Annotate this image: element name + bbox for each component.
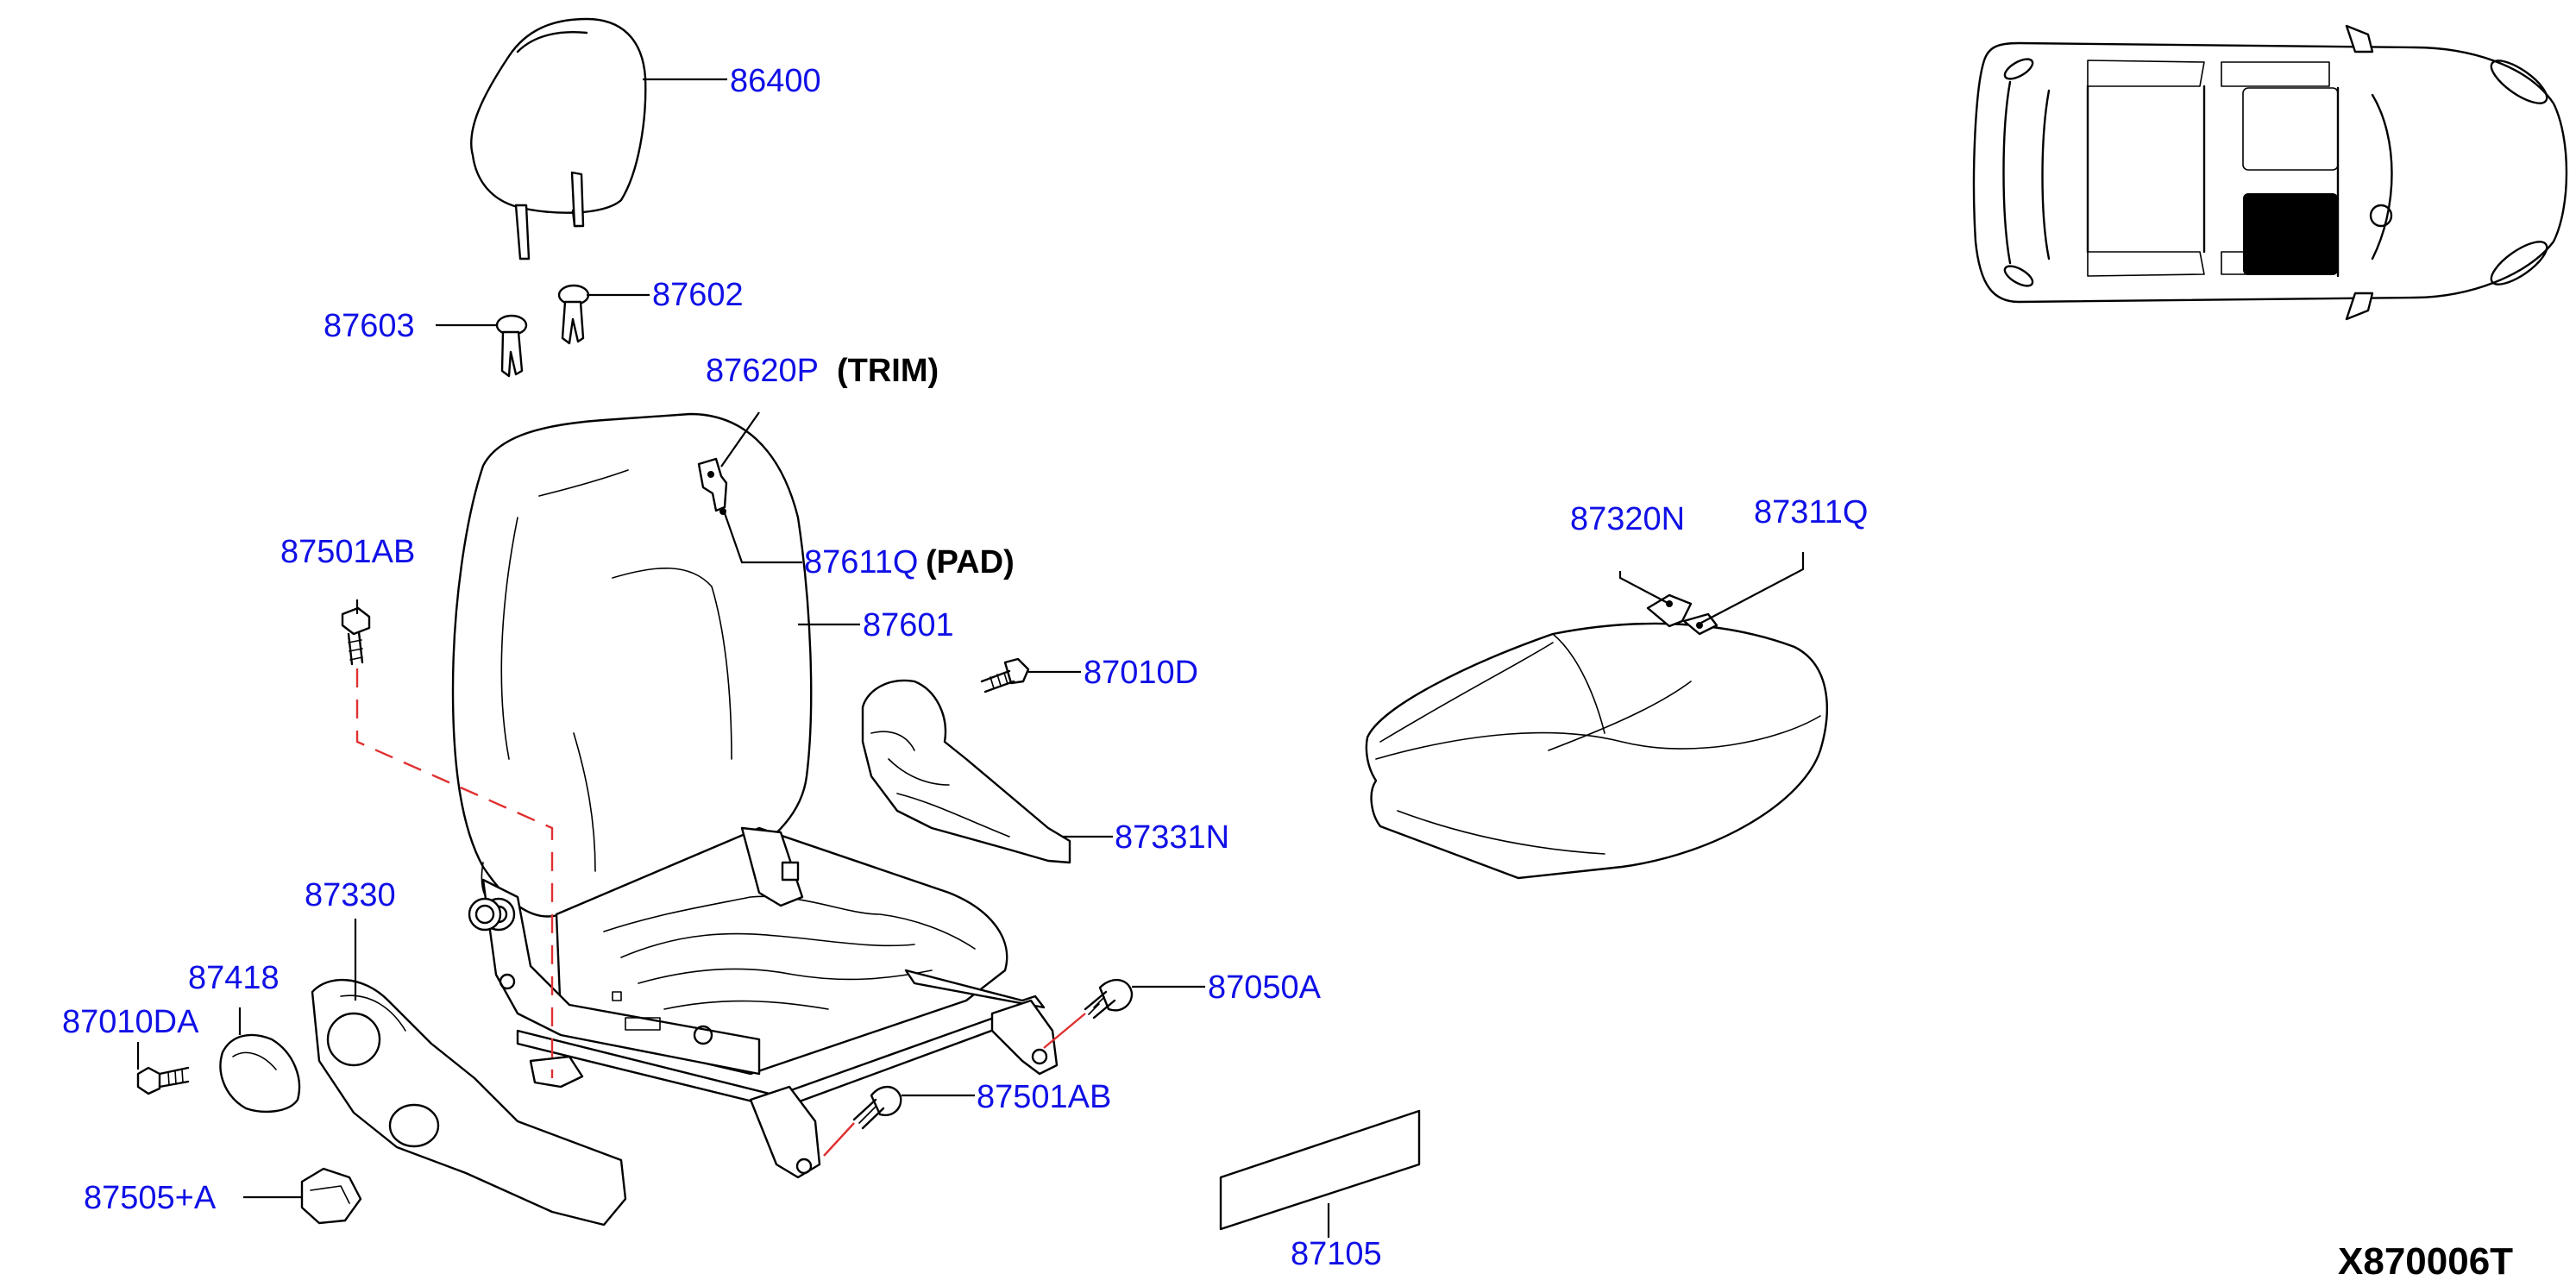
vehicle-location-view	[1972, 24, 2568, 321]
diagram-code: X870006T	[2338, 1240, 2513, 1280]
label-87603: 87603	[324, 308, 415, 344]
label-87311Q: 87311Q	[1754, 494, 1868, 530]
label-86400: 86400	[730, 63, 821, 99]
label-87601: 87601	[863, 607, 954, 643]
label-87611Q: 87611Q	[804, 544, 918, 580]
leader-lines	[136, 78, 1805, 1238]
label-87620P: 87620P	[706, 353, 819, 389]
label-87105	[1219, 1109, 1421, 1231]
label-87010D: 87010D	[1084, 655, 1198, 691]
label-87505A: 87505+A	[84, 1180, 217, 1216]
seat-back	[451, 412, 813, 918]
label-87602: 87602	[652, 277, 744, 313]
headrest-guide-87602	[557, 284, 590, 345]
label-pad: (PAD)	[926, 544, 1015, 580]
label-87010DA: 87010DA	[62, 1004, 199, 1040]
label-87320N: 87320N	[1570, 501, 1685, 537]
bolt-87010D	[980, 657, 1030, 693]
dashed-guide-line	[355, 668, 554, 1078]
label-87501AB-bottom: 87501AB	[977, 1079, 1111, 1115]
label-87331N: 87331N	[1115, 819, 1229, 856]
seat-cushion	[1365, 593, 1828, 880]
outer-finisher-87330	[311, 978, 627, 1227]
red-guide-87501AB	[823, 1122, 855, 1157]
label-87501AB-top: 87501AB	[280, 534, 415, 570]
bolt-87501AB-top	[341, 606, 371, 666]
red-guide-87050A	[1043, 1013, 1086, 1049]
headrest	[470, 17, 647, 260]
knob-87418	[219, 1033, 301, 1114]
bolt-87010DA	[136, 1066, 190, 1095]
highlighted-seat-location	[2243, 193, 2338, 275]
bolt-87050A	[1084, 978, 1134, 1020]
label-87330: 87330	[305, 877, 396, 913]
label-87418: 87418	[188, 960, 280, 996]
label-87105: 87105	[1291, 1236, 1382, 1272]
label-trim: (TRIM)	[837, 353, 939, 389]
label-87050A: 87050A	[1208, 969, 1322, 1006]
inner-finisher-87331N	[861, 679, 1071, 864]
clip-87505A	[300, 1167, 362, 1225]
bolt-87501AB-bottom	[852, 1085, 902, 1130]
headrest-guide-87603	[495, 314, 528, 378]
